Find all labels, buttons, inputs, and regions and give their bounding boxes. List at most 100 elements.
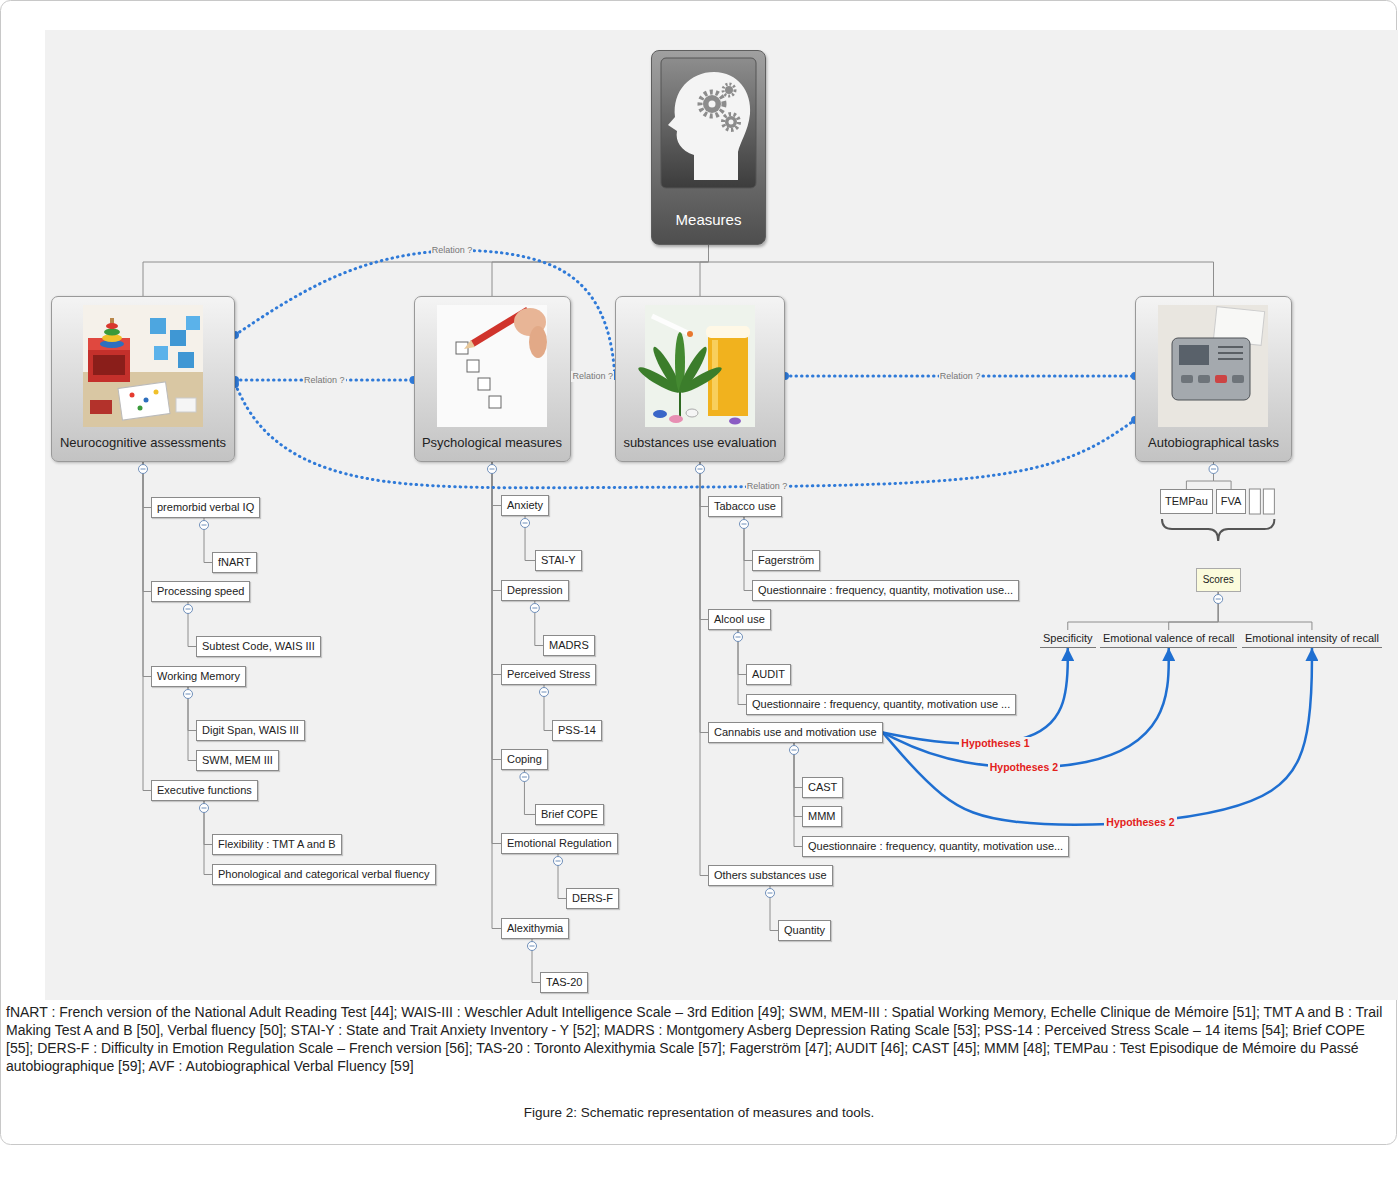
blue-cube (170, 330, 186, 346)
score-label: Emotional intensity of recall (1245, 632, 1379, 645)
tree-branch (143, 462, 151, 791)
collapse-icon (554, 857, 563, 866)
collapse-circle (766, 889, 775, 898)
edges (143, 245, 1312, 983)
collapse-icon (488, 465, 497, 474)
recorder-screen (1179, 345, 1209, 365)
tool-box: Executive functions (151, 780, 258, 801)
blue-cube (150, 318, 166, 334)
paper (1213, 307, 1264, 346)
ring (102, 334, 122, 342)
tool-box: Working Memory (151, 666, 246, 687)
speaker-grill (1218, 346, 1243, 348)
box-lid (88, 338, 130, 350)
tool-box: MADRS (543, 635, 595, 656)
node-label: Others substances use (714, 869, 827, 882)
blue-cube (154, 346, 168, 360)
node-label: Working Memory (157, 670, 240, 683)
tool-box: Alexithymia (501, 918, 569, 939)
collapse-minus (1216, 599, 1221, 600)
collapse-icon (521, 519, 530, 528)
photo-ground (83, 305, 203, 427)
score-item: Emotional valence of recall (1100, 630, 1237, 648)
node-label: TEMPau (1165, 495, 1208, 508)
tool-box: fNART (212, 552, 257, 573)
gear (723, 114, 739, 130)
tool-box: Questionnaire : frequency, quantity, mot… (746, 694, 1016, 715)
node-label: Alcool use (714, 613, 765, 626)
pencil-tip (464, 340, 475, 349)
collapse-icon (200, 521, 209, 530)
red-box (88, 350, 130, 382)
collapse-icon (139, 465, 148, 474)
node-label: premorbid verbal IQ (157, 501, 254, 514)
tool-box: Fagerström (752, 550, 820, 571)
collapse-minus (202, 525, 207, 526)
checkbox (467, 360, 479, 372)
head-silhouette (668, 72, 750, 180)
collapse-icon (790, 746, 799, 755)
speaker-grill (1218, 352, 1243, 354)
checkbox (478, 378, 490, 390)
tool-box: Brief COPE (535, 804, 604, 825)
collapse-minus (141, 469, 146, 470)
checkbox (489, 396, 501, 408)
node-label: MADRS (549, 639, 589, 652)
collapse-minus (742, 524, 747, 525)
tool-box: Anxiety (501, 495, 549, 516)
collapse-icon (200, 804, 209, 813)
collapse-minus (768, 893, 773, 894)
toys-photo (83, 305, 203, 427)
collapse-icon (184, 605, 193, 614)
recorder-button (1215, 375, 1227, 383)
recorder-photo (1158, 305, 1268, 427)
collapse-icon (530, 604, 539, 613)
tree-branch (1169, 592, 1218, 630)
collapse-minus (186, 609, 191, 610)
collapse-icon (740, 520, 749, 529)
category-box: Psychological measures (414, 296, 571, 462)
collapse-minus (556, 861, 561, 862)
figure-caption: Figure 2: Schematic representation of me… (0, 1105, 1398, 1120)
card-dot (154, 390, 159, 395)
collapse-minus (530, 946, 535, 947)
pill (653, 410, 667, 418)
tool-box: Questionnaire : frequency, quantity, mot… (802, 836, 1069, 857)
collapse-minus (532, 608, 537, 609)
hypothesis-label: Hypotheses 2 (1104, 816, 1176, 828)
category-box: Neurocognitive assessments (51, 296, 235, 462)
node-label: Perceived Stress (507, 668, 590, 681)
relation-label: Relation ? (746, 481, 789, 492)
recorder-body (1172, 338, 1250, 400)
collapse-minus (792, 750, 797, 751)
node-label: Digit Span, WAIS III (202, 724, 299, 737)
gear (709, 101, 716, 108)
head-icon (661, 58, 756, 188)
tool-box: AUDIT (746, 664, 791, 685)
tree-branch (143, 462, 151, 592)
leaflet (676, 344, 711, 394)
pencil (472, 310, 528, 344)
pill (669, 415, 683, 423)
tool-box: Depression (501, 580, 569, 601)
ring (104, 329, 120, 336)
node-label: AUDIT (752, 668, 785, 681)
category-box: substances use evaluation (615, 296, 785, 462)
relation-label: Relation ? (571, 371, 614, 382)
substances-photo (636, 305, 755, 427)
pill (686, 409, 698, 417)
abbreviation-note: fNART : French version of the National A… (6, 1003, 1392, 1075)
node-label: MMM (808, 810, 836, 823)
collapse-circle (530, 604, 539, 613)
tool-box: premorbid verbal IQ (151, 497, 260, 518)
recorder-button (1232, 375, 1244, 383)
collapse-icon (184, 690, 193, 699)
tool-box: Questionnaire : frequency, quantity, mot… (752, 580, 1019, 601)
tree-branch (1068, 592, 1218, 630)
tool-box: PSS-14 (552, 720, 602, 741)
node-label: Flexibility : TMT A and B (218, 838, 336, 851)
table (83, 372, 203, 427)
collapse-circle (184, 690, 193, 699)
node-label: Measures (676, 211, 742, 228)
